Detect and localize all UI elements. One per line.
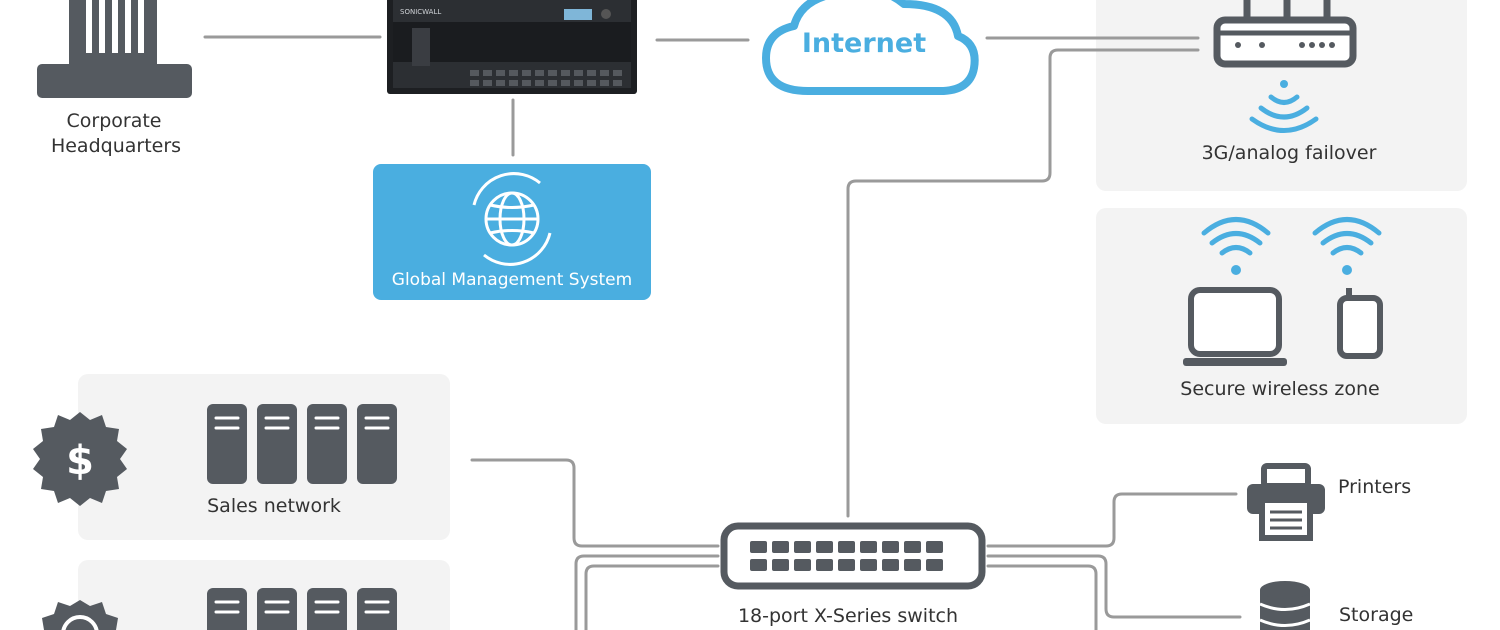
switch-label: 18-port X-Series switch [738, 605, 958, 627]
gms-card[interactable]: Global Management System [373, 164, 651, 300]
connection-lines [203, 35, 1242, 630]
phone-icon [1337, 288, 1383, 359]
failover-label: 3G/analog failover [1202, 142, 1377, 164]
hq-label-line1: Corporate [67, 110, 162, 132]
sales-label: Sales network [207, 495, 341, 517]
gms-label: Global Management System [392, 270, 632, 290]
device-brand: SONICWALL [400, 8, 441, 16]
failover-panel [1096, 0, 1467, 191]
cloud-icon: Internet [762, 0, 979, 95]
laptop-wifi-dot [1231, 265, 1241, 275]
globe-icon [472, 172, 552, 266]
phone-wifi-icon [1312, 217, 1382, 256]
building-columns [86, 0, 144, 53]
storage-label: Storage [1339, 604, 1413, 626]
failover-wifi-dot [1280, 80, 1288, 88]
firewall-appliance-icon: SONICWALL [387, 0, 637, 94]
internet-label: Internet [802, 28, 926, 59]
failover-wifi-icon [1249, 94, 1319, 133]
router-icon [1213, 0, 1357, 68]
printer-icon [1247, 463, 1325, 541]
database-icon [1259, 581, 1311, 630]
dollar-badge-icon: $ [33, 412, 127, 506]
gear-badge-icon [42, 600, 118, 630]
laptop-icon [1183, 287, 1287, 366]
engineering-servers [207, 588, 397, 630]
sales-servers [207, 404, 397, 484]
switch-icon [720, 522, 986, 590]
laptop-wifi-icon [1201, 217, 1271, 256]
phone-wifi-dot [1342, 265, 1352, 275]
wireless-label: Secure wireless zone [1180, 378, 1379, 400]
hq-label-line2: Headquarters [51, 135, 181, 157]
printers-label: Printers [1338, 476, 1411, 498]
svg-text:$: $ [66, 438, 94, 484]
